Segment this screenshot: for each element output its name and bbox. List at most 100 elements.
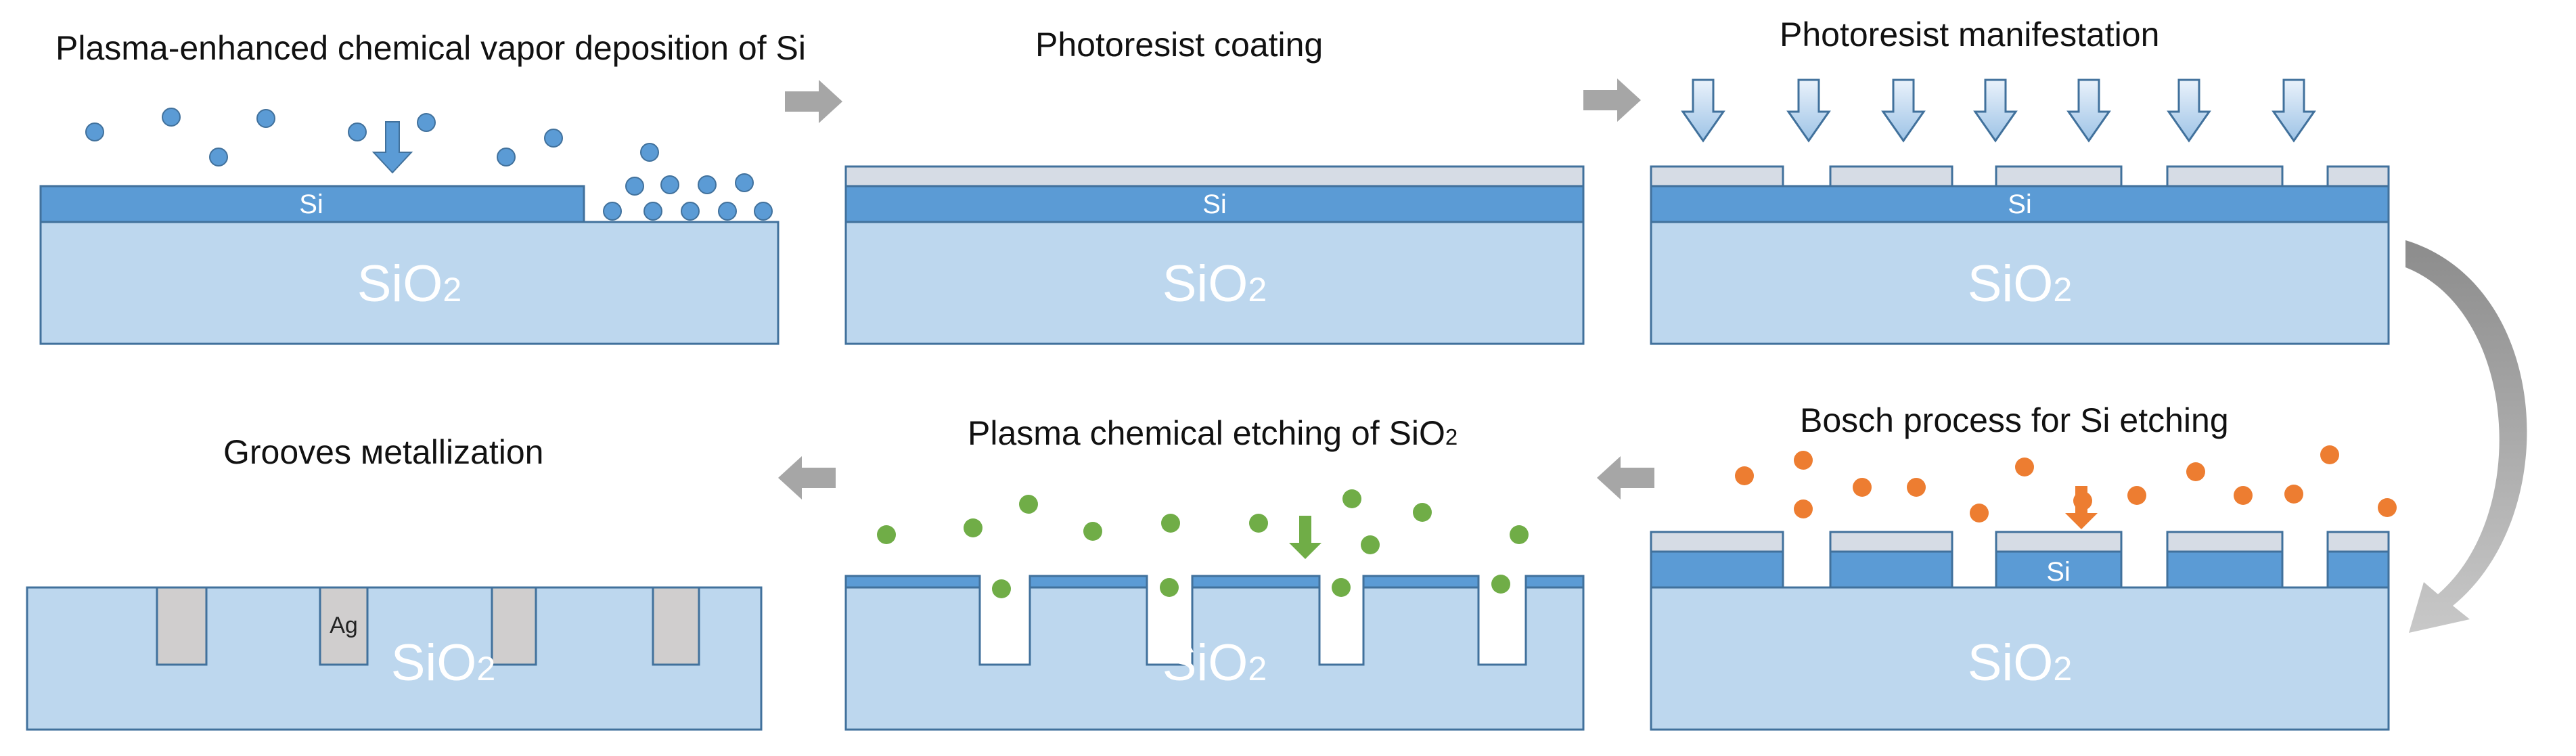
sio2-label: SiO2 [1162,255,1267,313]
etch-particle [1794,451,1813,470]
ag-groove [491,586,537,666]
si-pillar [1829,550,1953,589]
etch-particle [2378,498,2397,517]
etch-arrow-icon [2065,486,2098,529]
photoresist-block [2326,531,2390,553]
etch-particle [1510,525,1529,544]
exposure-arrow-icon [1973,79,2018,143]
si-label: Si [2008,190,2032,219]
si-particle [85,123,104,141]
step-title-sio2-etching: Plasma chemical etching of SiO2 [968,414,1458,452]
photoresist-block [1995,165,2123,187]
exposure-arrow-icon [2167,79,2211,143]
etch-particle [2015,458,2034,476]
si-pillar [1650,550,1784,589]
si-particle [625,177,644,196]
si-particle [681,202,700,221]
si-particle [348,123,367,141]
etch-particle [1794,499,1813,518]
si-particle [162,108,181,127]
si-pillars [1650,550,2390,589]
etch-particle [1161,514,1180,533]
etch-particle [1853,478,1872,497]
si-pillar [2326,550,2390,589]
photoresist-block [1829,531,1953,553]
step-title-coating: Photoresist coating [1035,26,1323,64]
si-mask-segment [1524,575,1585,589]
photoresist-block [1829,165,1953,187]
etch-particle [1342,489,1361,508]
si-particle [698,175,717,194]
si-mask-segment [844,575,981,589]
photoresist-layer [844,165,1585,187]
step-title-manifestation: Photoresist manifestation [1780,16,2159,53]
etch-particle [1907,478,1926,497]
photoresist-block [1995,531,2123,553]
etch-particle [2284,485,2303,504]
si-particle [735,173,754,192]
si-mask [844,575,1585,589]
si-label: Si [1202,190,1227,219]
silver-fills [156,586,700,666]
exposure-arrows [1681,79,2316,143]
si-pillar [2166,550,2284,589]
si-particles [85,108,773,221]
photoresist-block [2166,165,2284,187]
panel-pecvd: Si SiO2 [39,108,779,345]
etch-particle [964,518,982,537]
sio2-label: SiO2 [1162,634,1267,692]
etch-arrow-icon [1289,516,1321,559]
si-particle [417,113,436,132]
etch-particle [992,579,1011,598]
si-particle [497,148,516,166]
etch-particle [2320,445,2339,464]
step-title-bosch: Bosch process for Si etching [1800,401,2229,439]
panel-metallization: Ag SiO2 [26,586,763,731]
photoresist-block [1650,531,1784,553]
etch-particle [1361,535,1380,554]
etch-particle [1332,578,1351,597]
photoresist-block [1650,165,1784,187]
sio2-label: SiO2 [357,255,462,313]
sio2-substrate [1650,586,2390,731]
etch-particle [2234,486,2253,505]
sio2-label: SiO2 [1968,255,2073,313]
sio2-label: SiO2 [1968,634,2073,692]
sio2-substrate [844,221,1585,345]
si-layer [1650,185,2390,223]
sio2-label: SiO2 [391,634,496,692]
curved-flow-arrow-icon [2405,240,2527,633]
etch-particle [1083,522,1102,541]
photoresist-pattern [1650,165,2390,187]
si-pillar [1995,550,2123,589]
etch-particle [2127,486,2146,505]
si-mask-segment [1191,575,1321,589]
sio2-substrate [26,586,763,731]
sio2-etching-title-main: Plasma chemical etching of SiO [968,414,1445,452]
si-particle [603,202,622,221]
sio2-substrate [1650,221,2390,345]
deposition-arrow-icon [371,121,413,174]
sio2-etching-title-sub: 2 [1445,424,1458,449]
exposure-arrow-icon [2272,79,2316,143]
si-particle [209,148,228,166]
si-particle [640,143,659,162]
etch-particle [1491,575,1510,594]
photoresist-block [2326,165,2390,187]
sio2-substrate [39,221,779,345]
etch-particle [1735,466,1754,485]
etch-particle [2186,462,2205,481]
flow-arrow-left-icon [778,456,836,499]
exposure-arrow-icon [2066,79,2111,143]
etch-particle [1970,504,1989,522]
etch-particle [1413,503,1432,522]
etch-particle [1019,495,1038,514]
flow-arrow-right-icon [785,80,842,123]
panel-sio2-etching: SiO2 [844,489,1585,731]
si-layer [39,185,585,223]
photoresist-block [2166,531,2284,553]
exposure-arrow-icon [1881,79,1926,143]
si-particle [256,109,275,128]
si-particle [718,202,737,221]
